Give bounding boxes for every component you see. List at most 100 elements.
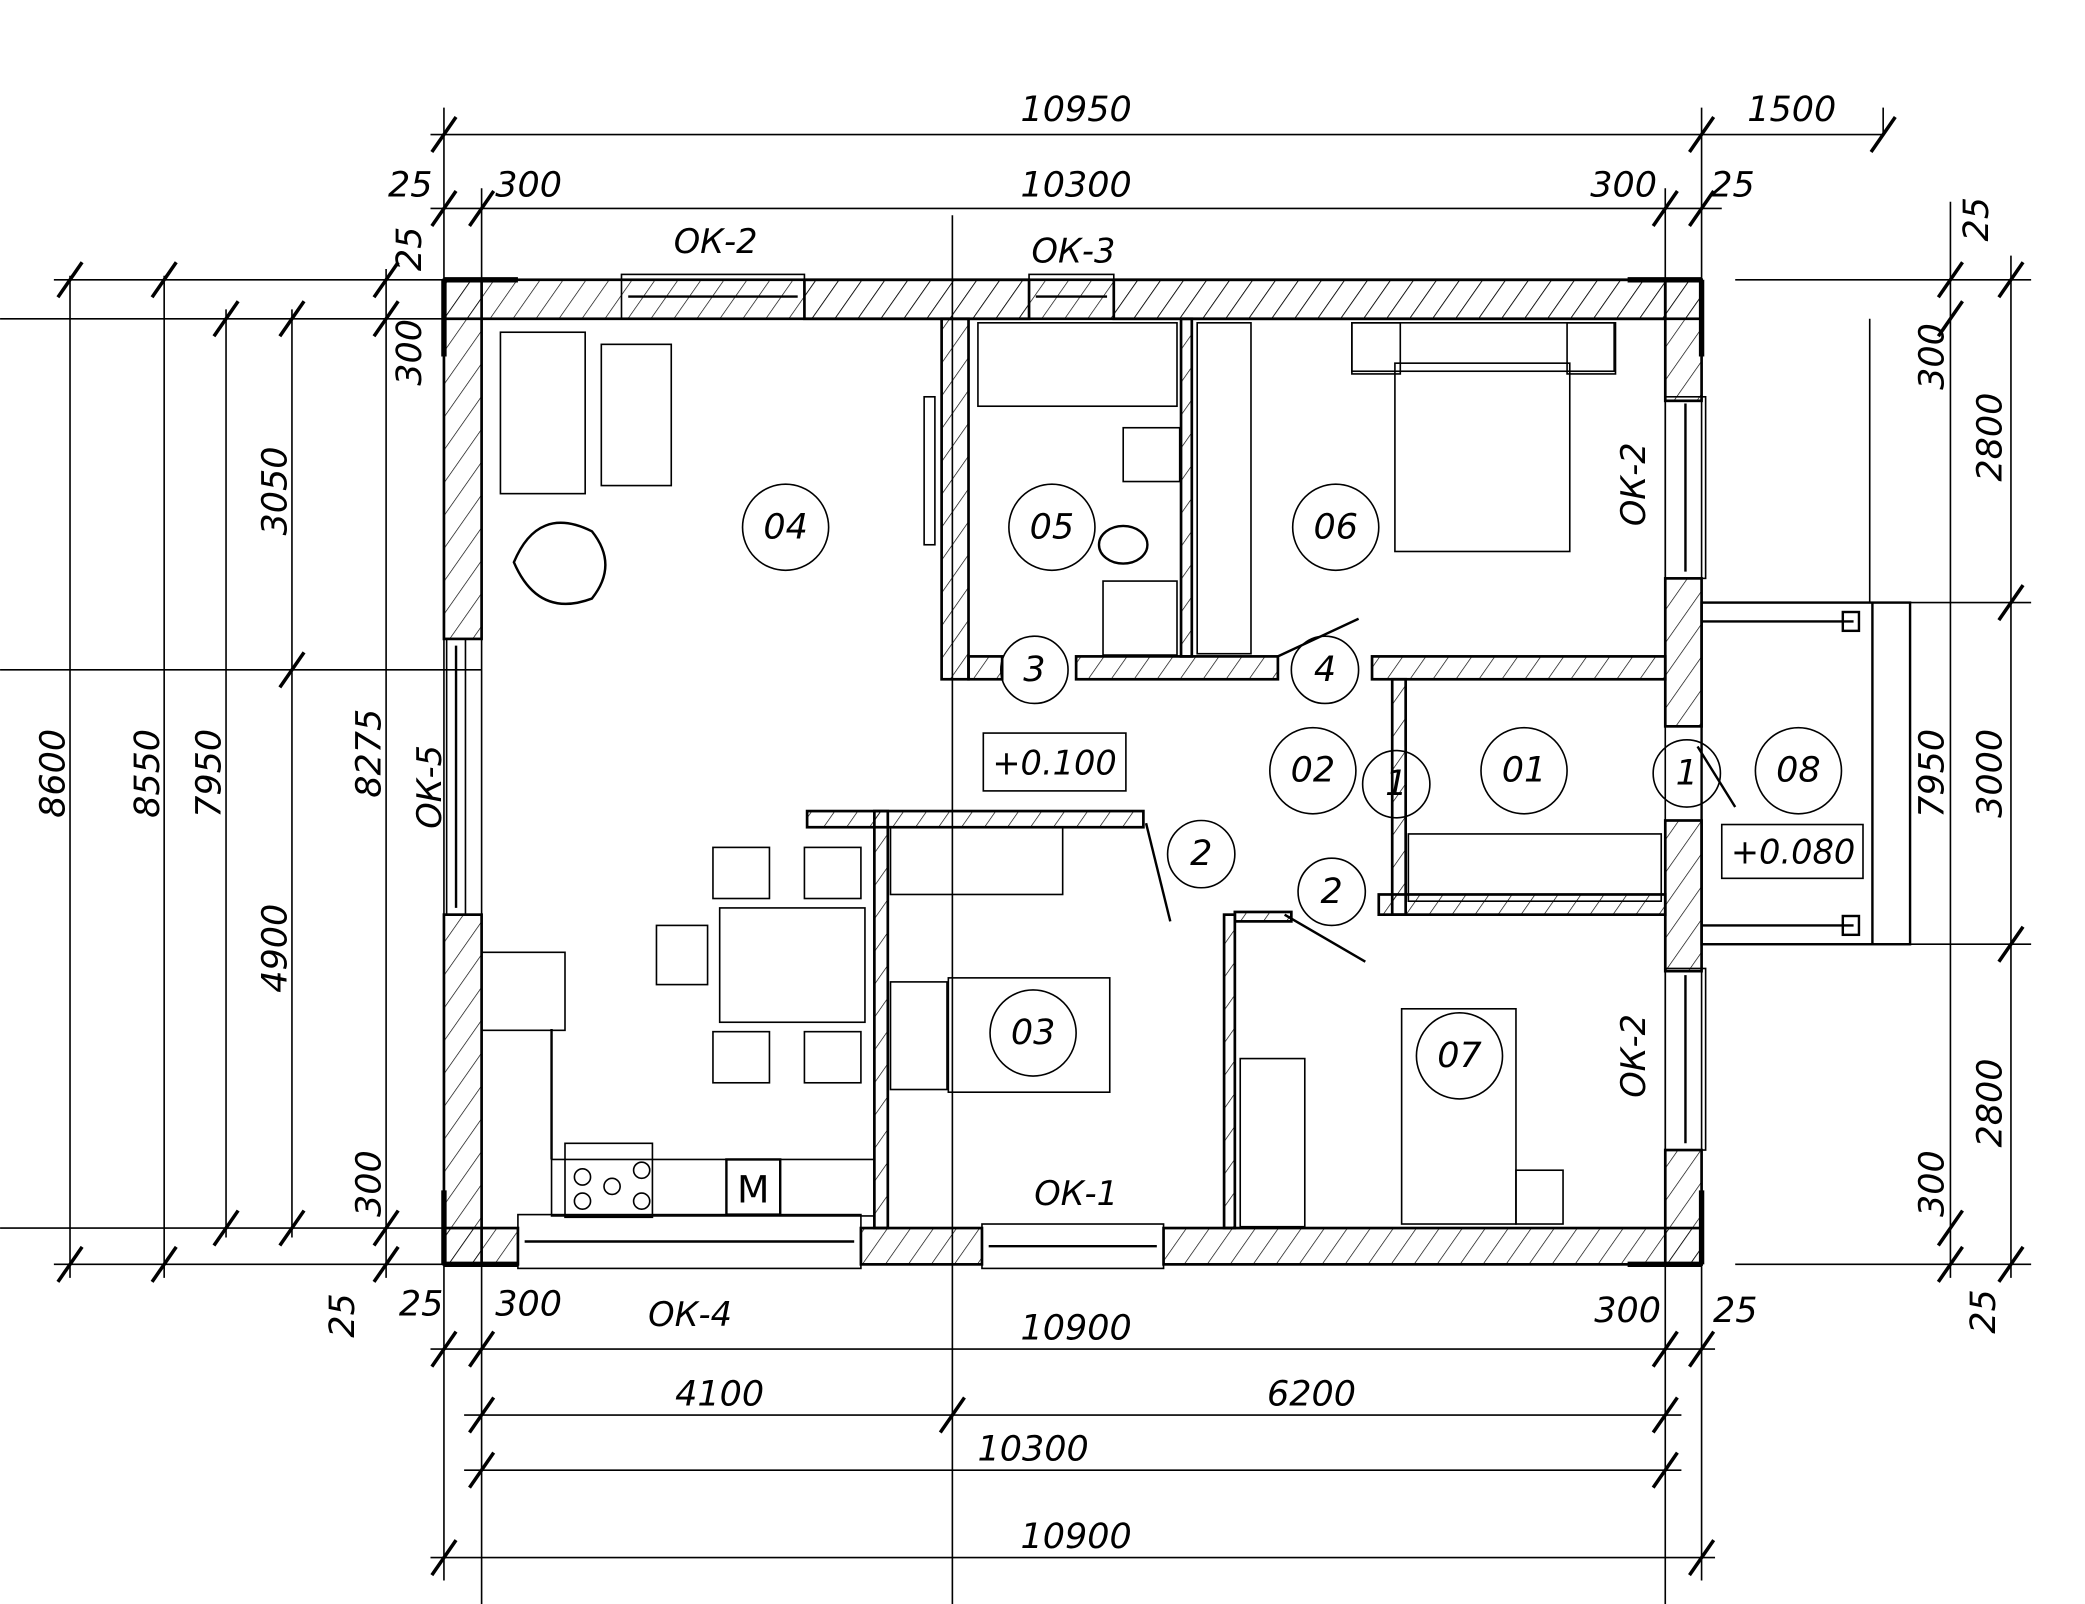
wall <box>803 278 1031 321</box>
nightstand <box>1351 322 1402 375</box>
dimension-label: 25 <box>388 165 433 205</box>
dimension-tick <box>1997 584 2025 622</box>
dimension-label: 300 <box>1913 1150 1953 1217</box>
window <box>981 1223 1165 1270</box>
stove <box>564 1142 654 1219</box>
wardrobe-03 <box>889 826 1064 896</box>
desk-07 <box>1515 1169 1564 1225</box>
dimension-tick <box>56 1245 84 1283</box>
kitchen-counter <box>550 1158 876 1217</box>
dimension-label: 8275 <box>350 709 390 798</box>
dimension-label: 3000 <box>1971 729 2011 818</box>
room-tag <box>1754 726 1843 815</box>
burner <box>573 1192 592 1211</box>
window-label: ОК-2 <box>1614 1014 1653 1098</box>
room-tag <box>1415 1012 1504 1100</box>
dimension-tick <box>372 300 400 338</box>
armchair <box>512 521 607 606</box>
wall <box>859 1226 984 1266</box>
dimension-label: 300 <box>1913 323 1953 390</box>
wall <box>967 655 1004 681</box>
window-label: ОК-3 <box>1032 231 1116 270</box>
burner <box>632 1192 651 1211</box>
burner <box>632 1161 651 1180</box>
room-number: 01 <box>1502 751 1547 791</box>
tv-stand <box>923 395 936 546</box>
dimension-tick <box>56 261 84 299</box>
dimension-tick <box>430 190 458 227</box>
wall <box>1370 655 1667 681</box>
dimension-label: 10900 <box>1021 1309 1132 1349</box>
dimension-tick <box>468 190 496 227</box>
dimension-tick <box>1651 1396 1679 1434</box>
dimension-tick <box>430 1330 458 1368</box>
door-tag <box>999 635 1069 705</box>
coffee-table <box>600 343 673 487</box>
room-number: 08 <box>1776 751 1821 791</box>
door-leaf <box>1284 913 1366 963</box>
dimension-tick <box>278 1209 306 1247</box>
furniture <box>480 322 1663 1228</box>
dimension-tick <box>468 1396 496 1434</box>
dimension-tick <box>1936 1245 1964 1283</box>
room-number: 05 <box>1030 507 1075 547</box>
wall <box>873 809 890 1230</box>
wall <box>1663 278 1703 403</box>
bathtub <box>977 322 1178 408</box>
dimension-tick <box>1651 1451 1679 1489</box>
dimension-tick <box>372 1245 400 1283</box>
dimension-label: 300 <box>390 319 430 386</box>
dimension-tick <box>150 1245 178 1283</box>
dimension-label: 2800 <box>1971 1058 2011 1147</box>
dimension-tick <box>1688 190 1716 227</box>
desk-03 <box>889 981 948 1091</box>
chair <box>803 1030 862 1084</box>
door-number: 4 <box>1314 650 1336 690</box>
chair <box>712 846 771 900</box>
balcony-slab <box>1700 601 1912 946</box>
dimension-label: 25 <box>1964 1289 2004 1334</box>
room-tag <box>1291 483 1380 572</box>
level-box <box>1720 823 1864 880</box>
room-number: 03 <box>1011 1013 1056 1053</box>
window-label: ОК-2 <box>1614 442 1653 526</box>
wall <box>1663 1148 1703 1266</box>
wall <box>1112 278 1667 321</box>
door-number: 1 <box>1676 753 1698 793</box>
chair <box>803 846 862 900</box>
walls <box>441 273 1912 1270</box>
room-number: 04 <box>763 507 808 547</box>
dimension-label: 8550 <box>128 729 168 818</box>
wall <box>1162 1226 1703 1266</box>
door-number: 3 <box>1023 650 1045 690</box>
dimension-tick <box>372 261 400 299</box>
headboard <box>1351 322 1615 373</box>
dimension-tick <box>1997 261 2025 299</box>
dimension-tick <box>430 116 458 153</box>
balcony-post <box>1841 610 1861 633</box>
window-label: ОК-1 <box>1034 1174 1118 1213</box>
dimension-label: 3050 <box>256 446 296 535</box>
door-number: 2 <box>1321 872 1343 912</box>
window-label: ОК-2 <box>674 222 758 261</box>
wardrobe-01 <box>1407 833 1663 903</box>
dimension-tick <box>430 1539 458 1577</box>
dimension-tick <box>468 1451 496 1489</box>
window-label: ОК-4 <box>648 1295 732 1334</box>
microwave <box>725 1158 782 1216</box>
window <box>1664 395 1707 580</box>
dimension-label: 300 <box>350 1150 390 1217</box>
wall <box>442 913 483 1266</box>
balcony-post <box>1841 914 1861 937</box>
dimension-label: 300 <box>1590 165 1657 205</box>
level-box <box>982 732 1127 792</box>
dimension-tick <box>1688 1330 1716 1368</box>
door-tag <box>1166 819 1236 889</box>
level-mark: +0.100 <box>992 744 1116 783</box>
wall <box>1233 910 1293 923</box>
wall <box>1663 577 1703 728</box>
room-tag <box>741 483 830 572</box>
dimension-label: 8600 <box>34 729 74 818</box>
dimension-label: 6200 <box>1267 1375 1356 1415</box>
